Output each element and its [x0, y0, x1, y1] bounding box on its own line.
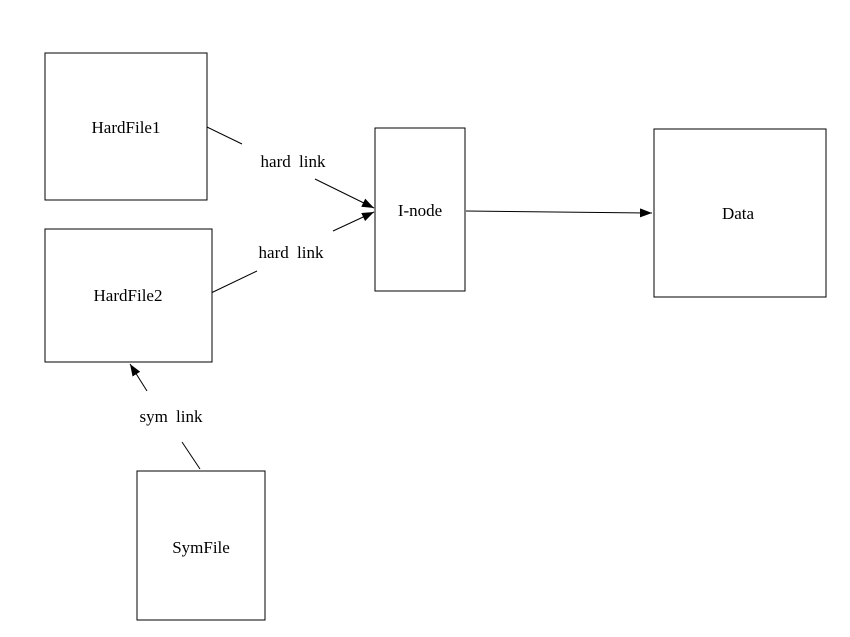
edge-arrow-segment — [314, 178, 375, 209]
edge-arrow-segment — [129, 363, 148, 392]
edge-hardfile2-to-inode: hard link — [210, 211, 375, 294]
edge-label-hard-link-2: hard link — [259, 243, 324, 262]
edge-arrow-segment — [465, 208, 653, 218]
node-inode: I-node — [374, 127, 466, 292]
node-label-inode: I-node — [398, 201, 442, 220]
node-hardfile2: HardFile2 — [44, 228, 213, 363]
node-box-data — [653, 128, 827, 298]
node-box-symfile — [136, 470, 266, 621]
edge-segment — [206, 126, 243, 145]
node-label-hardfile2: HardFile2 — [94, 286, 163, 305]
node-label-data: Data — [722, 204, 755, 223]
node-box-inode — [374, 127, 466, 292]
edge-label-hard-link-1: hard link — [261, 152, 326, 171]
node-box-hardfile2 — [44, 228, 213, 363]
edge-hardfile1-to-inode: hard link — [206, 126, 375, 209]
node-data: Data — [653, 128, 827, 298]
node-label-symfile: SymFile — [172, 538, 230, 557]
edge-symfile-to-hardfile2: sym link — [129, 363, 203, 470]
edge-label-sym-link: sym link — [139, 407, 203, 426]
node-hardfile1: HardFile1 — [44, 52, 208, 201]
node-box-hardfile1 — [44, 52, 208, 201]
node-label-hardfile1: HardFile1 — [92, 118, 161, 137]
edge-inode-to-data — [465, 208, 653, 218]
edge-arrow-segment — [332, 211, 375, 232]
edge-segment — [210, 270, 258, 294]
node-symfile: SymFile — [136, 470, 266, 621]
edge-segment — [181, 441, 201, 470]
